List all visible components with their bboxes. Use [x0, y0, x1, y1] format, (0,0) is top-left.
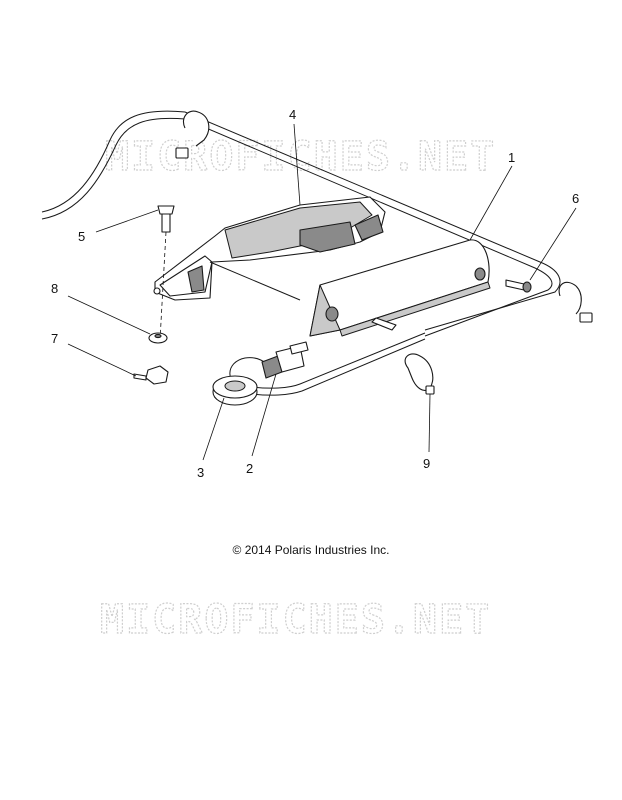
- leader-1: [469, 165, 513, 241]
- leader-7: [67, 343, 137, 377]
- callout-3: 3: [197, 465, 204, 480]
- leader-5: [95, 209, 159, 233]
- leader-9: [428, 393, 431, 453]
- nut-7: [133, 365, 169, 385]
- grommet-3: [212, 375, 258, 406]
- bolt-5: [157, 205, 175, 341]
- callout-8: 8: [51, 281, 58, 296]
- callout-5: 5: [78, 229, 85, 244]
- callout-6: 6: [572, 191, 579, 206]
- callout-1: 1: [508, 150, 515, 165]
- tail-light-lens-1: [309, 239, 491, 337]
- callout-labels: 1 2 3 4 5 6 7 8 9: [51, 107, 579, 480]
- callout-7: 7: [51, 331, 58, 346]
- leader-6: [529, 207, 577, 281]
- leader-lines: [67, 123, 577, 461]
- copyright-notice: © 2014 Polaris Industries Inc.: [232, 543, 390, 557]
- watermark-top: MICROFICHES.NET: [105, 134, 496, 180]
- harness-clip-right: [558, 281, 593, 323]
- leader-4: [293, 123, 301, 206]
- screw-6: [505, 279, 532, 293]
- callout-9: 9: [423, 456, 430, 471]
- callout-2: 2: [246, 461, 253, 476]
- washer-8: [148, 332, 168, 344]
- leader-3: [202, 397, 225, 461]
- callout-4: 4: [289, 107, 296, 122]
- watermark-bottom: MICROFICHES.NET: [100, 597, 491, 643]
- harness-clip-9: [404, 353, 435, 395]
- leader-8: [67, 295, 151, 335]
- wiring-harness: [41, 110, 561, 396]
- connector-2: [261, 341, 309, 379]
- harness-clip-top: [175, 110, 210, 159]
- tail-light-housing-4: [153, 196, 386, 301]
- leader-2: [251, 373, 277, 457]
